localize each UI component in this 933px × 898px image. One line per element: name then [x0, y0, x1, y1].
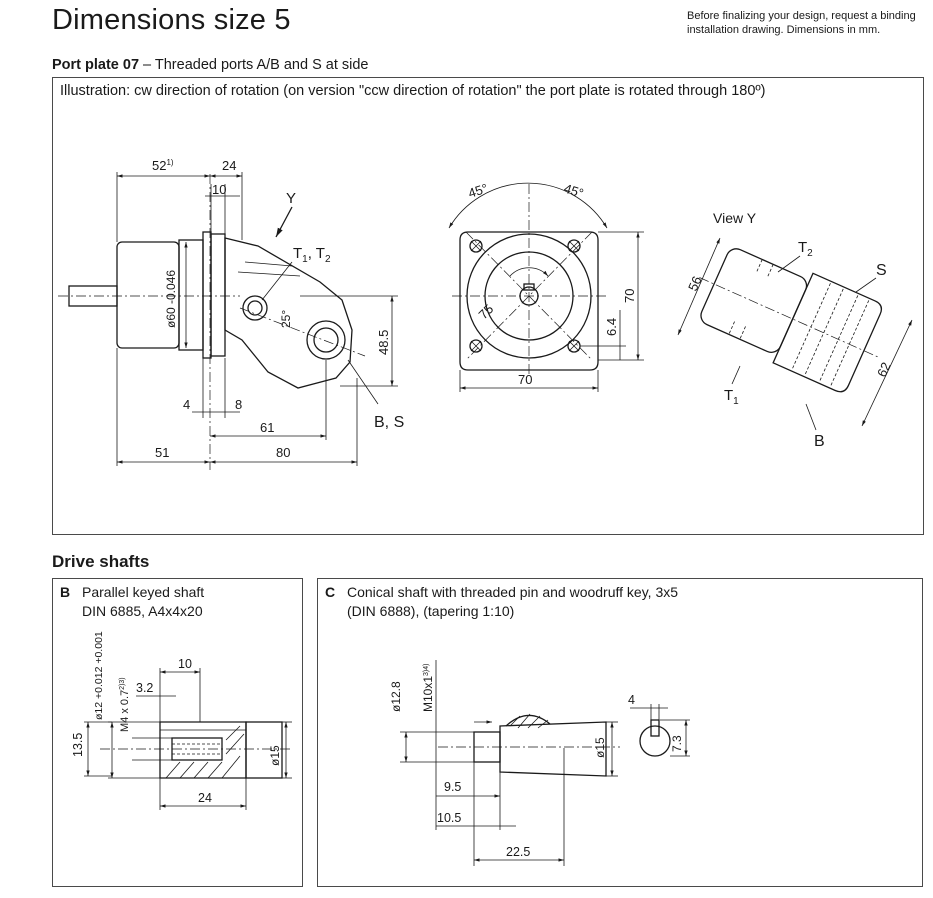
dim-d12: ø12 +0.012 +0.001 — [93, 631, 105, 720]
view-y-drawing: View Y T2 S 56 62 T1 B — [677, 210, 913, 450]
dim-6-4: 6.4 — [604, 318, 619, 336]
angle-45-arc — [448, 182, 608, 229]
shaft-b-hatch — [165, 725, 245, 779]
shaft-c-drawing: ø12.8 M10x13)4) ø15 9.5 10.5 22.5 4 7.3 — [389, 660, 690, 866]
port-bs-inner — [313, 327, 339, 353]
port-plate-heading: Port plate 07 – Threaded ports A/B and S… — [52, 57, 369, 73]
dim-b-24: 24 — [198, 791, 212, 805]
dim-c-d15: ø15 — [593, 737, 607, 758]
dim-25-deg: 25° — [279, 310, 293, 328]
dim-70-v: 70 — [622, 289, 637, 303]
shaft-b-caption: B Parallel keyed shaft DIN 6885, A4x4x20 — [60, 583, 204, 621]
dim-d12-8: ø12.8 — [389, 681, 403, 712]
front-flange — [459, 231, 599, 371]
dim-61: 61 — [260, 420, 274, 435]
page-title: Dimensions size 5 — [52, 4, 291, 36]
shaft-c-letter: C — [325, 584, 336, 600]
shaft-b-drawing: ø12 +0.012 +0.001 M4 x 0.72)3) 10 3.2 13… — [71, 631, 292, 810]
dim-3-2: 3.2 — [136, 681, 153, 695]
shaft-c-line2: (DIN 6888), (tapering 1:10) — [347, 603, 515, 619]
shaft-c-line1: Conical shaft with threaded pin and wood… — [347, 584, 679, 600]
dim-10-5: 10.5 — [437, 811, 461, 825]
dim-62: 62 — [874, 360, 894, 379]
side-view-drawing: 521) 24 10 Y T1, T2 ø60 -0.046 25° 48.5 … — [58, 158, 404, 470]
shaft-c-cone — [499, 721, 607, 777]
label-b: B — [814, 433, 825, 450]
label-b-s: B, S — [374, 414, 404, 431]
port-t1-circle — [242, 295, 268, 321]
shaft-c-section-circle — [639, 725, 671, 757]
shaft-b-line2: DIN 6885, A4x4x20 — [82, 603, 203, 619]
shaft-b-box: B Parallel keyed shaft DIN 6885, A4x4x20 — [52, 578, 303, 887]
side-port-plate — [224, 237, 353, 389]
dim-10: 10 — [212, 182, 226, 197]
rotation-arrow — [509, 267, 549, 277]
label-s: S — [876, 262, 887, 279]
dim-9-5: 9.5 — [444, 780, 461, 794]
dim-8: 8 — [235, 397, 242, 412]
dim-24: 24 — [222, 158, 236, 173]
front-bolt-holes — [469, 239, 581, 353]
design-note-line2: installation drawing. Dimensions in mm. — [687, 24, 881, 36]
dim-51: 51 — [155, 445, 169, 460]
dim-d60: ø60 -0.046 — [164, 270, 178, 328]
illustration-caption: Illustration: cw direction of rotation (… — [60, 83, 766, 99]
port-plate-figure-box: Illustration: cw direction of rotation (… — [52, 77, 924, 535]
design-note-line1: Before finalizing your design, request a… — [687, 10, 916, 22]
dim-b-d15: ø15 — [268, 745, 282, 766]
side-body-lines — [237, 261, 301, 277]
front-view-drawing: 45° 45° 75 70 6.4 70 — [448, 181, 644, 392]
dim-7-3: 7.3 — [670, 735, 684, 752]
label-t1-t2: T1, T2 — [293, 245, 331, 265]
dim-22-5: 22.5 — [506, 845, 530, 859]
shaft-c-box: C Conical shaft with threaded pin and woo… — [317, 578, 923, 887]
side-collar — [178, 239, 204, 351]
dim-75: 75 — [476, 301, 497, 322]
view-y-port-block — [772, 272, 883, 393]
shaft-b-letter: B — [60, 584, 71, 600]
drive-shafts-heading: Drive shafts — [52, 552, 150, 571]
port-plate-desc: – Threaded ports A/B and S at side — [139, 57, 369, 73]
dim-c-4: 4 — [628, 693, 635, 707]
port-plate-label: Port plate 07 — [52, 57, 140, 73]
view-y-letter: Y — [286, 190, 296, 207]
dim-48-5: 48.5 — [376, 330, 391, 355]
shaft-c-section-key — [650, 719, 660, 737]
shaft-b-collar — [245, 721, 283, 779]
view-y-title: View Y — [713, 210, 757, 226]
label-t2: T2 — [798, 239, 813, 259]
label-t1: T1 — [724, 387, 739, 407]
dim-56-line — [677, 237, 721, 336]
dim-m10: M10x13)4) — [421, 664, 435, 712]
dim-m4: M4 x 0.72)3) — [119, 677, 131, 732]
view-y-body — [700, 248, 808, 353]
port-bs-circle — [306, 320, 346, 360]
angle-45-right: 45° — [562, 181, 585, 201]
dim-62-line — [861, 319, 913, 427]
shaft-c-caption: C Conical shaft with threaded pin and woo… — [325, 583, 678, 621]
design-note: Before finalizing your design, request a… — [687, 9, 927, 37]
dim-b-10: 10 — [178, 657, 192, 671]
shaft-c-key-hatch — [509, 713, 549, 729]
side-axis-line — [239, 307, 366, 357]
dim-4: 4 — [183, 397, 190, 412]
dim-52: 521) — [152, 158, 174, 173]
dim-56: 56 — [685, 274, 705, 293]
side-flange-2 — [210, 233, 226, 357]
dim-80: 80 — [276, 445, 290, 460]
shaft-b-line1: Parallel keyed shaft — [82, 584, 205, 600]
angle-45-left: 45° — [466, 181, 489, 201]
view-y-arrow — [275, 206, 293, 238]
port-t1-inner — [247, 300, 263, 316]
dim-70-h: 70 — [518, 372, 532, 387]
dim-13-5: 13.5 — [71, 733, 85, 757]
